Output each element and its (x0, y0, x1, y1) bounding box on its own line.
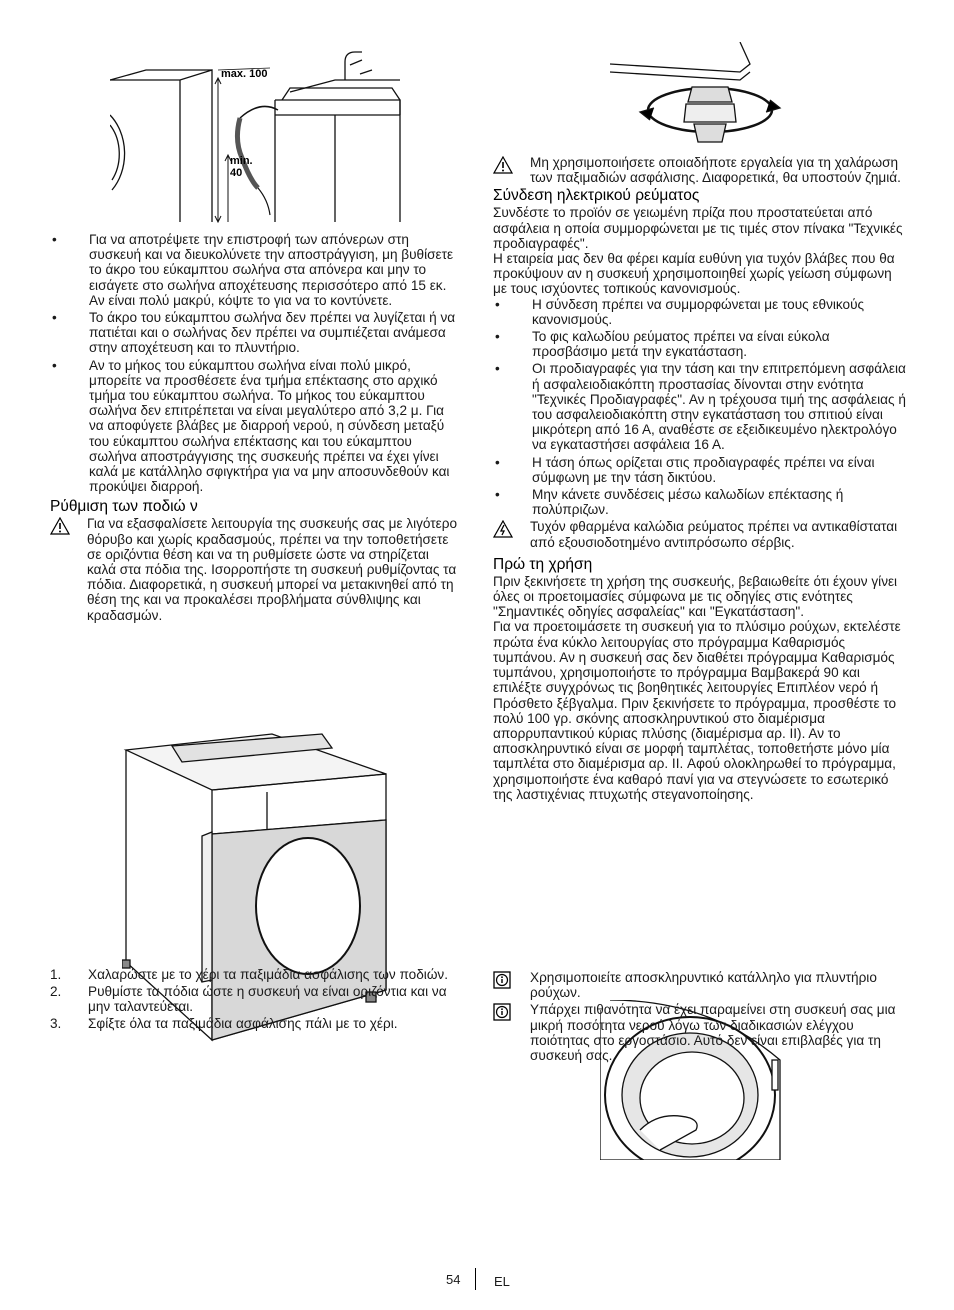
step-item: 2.Ρυθμίστε τα πόδια ώστε η συσκευή να εί… (50, 984, 447, 1015)
electric-warning-block: Τυχόν φθαρμένα καλώδια ρεύματος πρέπει ν… (492, 519, 907, 550)
section-heading-power: Σύνδεση ηλεκτρικού ρεύματος (493, 187, 700, 205)
list-item: •Οι προδιαγραφές για την τάση και την επ… (495, 361, 906, 453)
info-icon (493, 970, 530, 1000)
min-label: min. (230, 155, 253, 167)
list-item: •Η τάση όπως ορίζεται στις προδιαγραφές … (495, 454, 875, 485)
warning-block: Για να εξασφαλίσετε λειτουργία της συσκε… (49, 516, 460, 623)
list-item: •Το άκρο του εύκαμπτου σωλήνα δεν πρέπει… (52, 310, 456, 356)
paragraph: Για να προετοιμάσετε τη συσκευή για το π… (493, 619, 901, 802)
language-code: EL (494, 1274, 510, 1289)
page-footer: 54 EL (0, 1268, 954, 1292)
foot-nut-illustration (610, 42, 782, 143)
min-value-label: 40 (230, 167, 242, 179)
warning-block: Μη χρησιμοποιήσετε οποιαδήποτε εργαλεία … (492, 155, 907, 185)
left-column: •Για να αποτρέψετε την επιστροφή των από… (49, 232, 460, 1034)
info-icon (493, 1002, 530, 1063)
warning-icon (49, 516, 87, 622)
list-item: •Για να αποτρέψετε την επιστροφή των από… (52, 232, 454, 308)
info-block: Χρησιμοποιείτε αποσκληρυντικό κατάλληλο … (493, 970, 907, 1000)
drain-hose-illustration: max. 100 min. 40 (110, 51, 401, 224)
list-item: •Αν το μήκος του εύκαμπτου σωλήνα είναι … (52, 357, 450, 495)
electric-warning-icon (492, 519, 530, 549)
list-item: •Μην κάνετε συνδέσεις μέσω καλωδίων επέκ… (495, 487, 844, 518)
paragraph: Πριν ξεκινήσετε τη χρήση της συσκευής, β… (493, 573, 898, 620)
list-item: •Το φις καλωδίου ρεύματος πρέπει να είνα… (495, 329, 830, 360)
footer-divider (475, 1268, 476, 1290)
list-item: •Η σύνδεση πρέπει να συμμορφώνεται με το… (495, 296, 865, 327)
right-column: Μη χρησιμοποιήσετε οποιαδήποτε εργαλεία … (492, 155, 907, 1063)
info-block: Υπάρχει πιθανότητα να έχει παραμείνει στ… (493, 1002, 907, 1063)
paragraph: Η εταιρεία μας δεν θα φέρει καμία ευθύνη… (493, 251, 895, 297)
door-seal-illustration (600, 1000, 781, 1160)
max-label: max. 100 (221, 68, 267, 80)
page-number: 54 (446, 1272, 461, 1287)
warning-icon (492, 155, 530, 185)
step-item: 1.Χαλαρώστε με το χέρι τα παξιμάδια ασφά… (50, 966, 449, 982)
step-item: 3.Σφίξτε όλα τα παξιμάδια ασφάλισης πάλι… (50, 1016, 398, 1032)
section-heading-first-use: Πρώ τη χρήση (493, 555, 593, 573)
washing-machine-illustration (122, 733, 387, 1042)
paragraph: Συνδέστε το προϊόν σε γειωμένη πρίζα που… (493, 205, 903, 251)
section-heading-feet: Ρύθμιση των ποδιώ ν (50, 498, 198, 516)
